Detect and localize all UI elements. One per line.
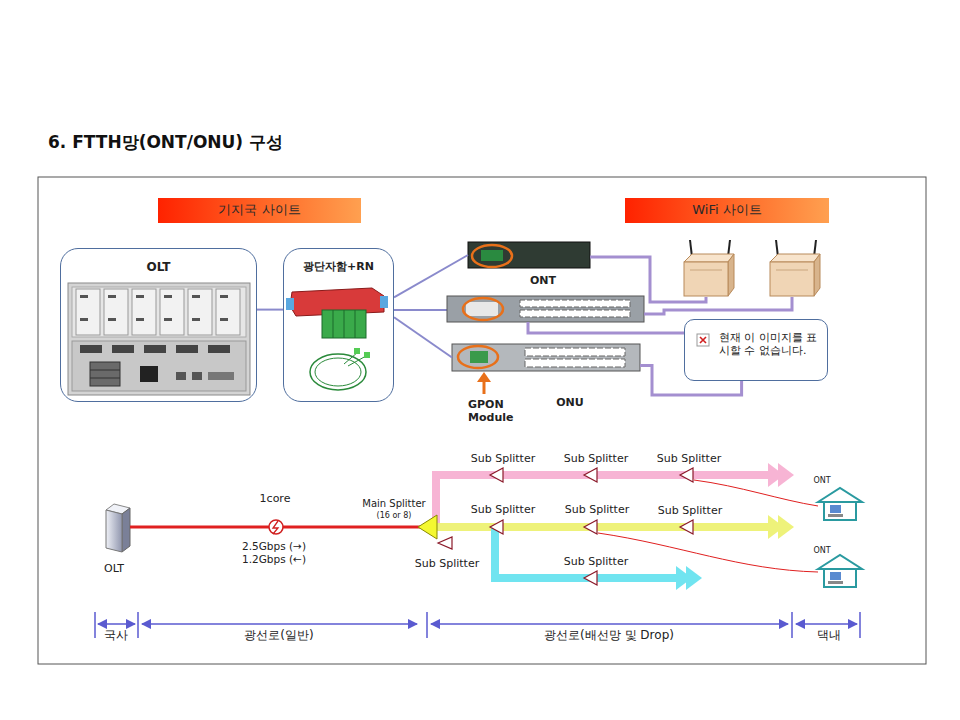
equipment-box: OLT	[60, 248, 257, 402]
site-band: 기지국 사이트	[158, 198, 361, 223]
splitter-label-slot: Sub Splitter	[658, 504, 722, 517]
frame	[38, 177, 926, 664]
span-label-slot: 국사	[104, 628, 128, 642]
house-icon	[818, 488, 862, 520]
equipment-box: 광단자함+RN	[283, 248, 394, 402]
rate-label-slot: 1.2Gbps (←)	[242, 553, 306, 566]
wifi-ap	[684, 240, 734, 296]
device-node: ONU	[452, 344, 640, 371]
span-scale	[95, 612, 860, 638]
olt-server-icon	[106, 504, 130, 552]
gpon-pointer	[477, 372, 491, 394]
device-node: ONT	[468, 242, 590, 268]
box-title: 광단자함+RN	[284, 259, 393, 274]
ont-device	[468, 242, 590, 268]
onu-device	[452, 344, 640, 371]
span-label-slot: 광선로(배선망 및 Drop)	[544, 628, 674, 642]
fiber-connector	[257, 309, 283, 311]
distribution-branch	[436, 463, 794, 590]
splitter-label-slot: Main Splitter	[362, 498, 425, 510]
splitter-label-slot: Sub Splitter	[564, 452, 628, 465]
splitter-label-slot: Sub Splitter	[565, 503, 629, 516]
span-label: 댁내	[817, 628, 841, 642]
fiber-connector	[394, 255, 468, 297]
device-label-slot: OLT	[104, 562, 124, 575]
splitter-label: Sub Splitter	[657, 452, 721, 465]
splitter-label: Sub Splitter	[471, 503, 535, 516]
fiber-coil	[310, 348, 370, 390]
splitter-label: Sub Splitter	[658, 504, 722, 517]
main-splitter-symbol	[418, 515, 437, 539]
image-placeholder-box: 현재 이 이미지를 표시할 수 없습니다.	[684, 319, 828, 381]
splitter-ratio-slot: (16 or 8)	[377, 511, 412, 521]
callout-label: GPON Module	[468, 398, 520, 424]
title-slot: 6. FTTH망(ONT/ONU) 구성	[48, 131, 283, 154]
span-label: 국사	[104, 628, 128, 642]
span-label-slot: 댁내	[817, 628, 841, 642]
callout-label-slot: GPON Module	[468, 398, 520, 424]
splitter-label-slot: Sub Splitter	[564, 555, 628, 568]
drop-cable	[598, 480, 818, 572]
site-band: WiFi 사이트	[625, 198, 829, 223]
splitter-label: Sub Splitter	[471, 452, 535, 465]
wifi-ap	[770, 240, 820, 296]
olt-rack	[68, 283, 250, 395]
rate-label-slot: 2.5Gbps (→)	[242, 540, 306, 553]
placeholder-text: 현재 이 이미지를 표시할 수 없습니다.	[719, 331, 819, 357]
splitter-label-slot: Sub Splitter	[657, 452, 721, 465]
device-label: ONT	[813, 546, 830, 556]
link-label-slot: 1core	[260, 492, 291, 505]
link-label: 1core	[260, 492, 291, 505]
splitter-label: Main Splitter	[362, 498, 425, 510]
fiber-connector	[394, 317, 452, 357]
device-label-slot: ONT	[813, 546, 830, 556]
span-label-slot: 광선로(일반)	[244, 628, 313, 642]
wifi-cable	[528, 257, 792, 333]
span-label: 광선로(배선망 및 Drop)	[544, 628, 674, 642]
splitter-label: Sub Splitter	[565, 503, 629, 516]
splitter-label-slot: Sub Splitter	[471, 503, 535, 516]
rate-label: 1.2Gbps (←)	[242, 553, 306, 566]
drop-fiber	[394, 309, 447, 311]
splitter-ratio: (16 or 8)	[377, 511, 412, 521]
splitter-label: Sub Splitter	[564, 555, 628, 568]
house-icon	[818, 555, 862, 587]
device-label: OLT	[104, 562, 124, 575]
broken-image-icon	[697, 334, 709, 346]
fiber-icon	[269, 520, 283, 534]
splitter-label: Sub Splitter	[564, 452, 628, 465]
splitter-label: Sub Splitter	[415, 557, 479, 570]
splitter-closure	[286, 288, 388, 338]
band-title: WiFi 사이트	[692, 201, 761, 219]
rate-label: 2.5Gbps (→)	[242, 540, 306, 553]
device-label: ONT	[813, 476, 830, 486]
device-label-slot: ONT	[813, 476, 830, 486]
page-title: 6. FTTH망(ONT/ONU) 구성	[48, 131, 283, 154]
splitter-label-slot: Sub Splitter	[471, 452, 535, 465]
splitter-label-slot: Sub Splitter	[415, 557, 479, 570]
switch-device	[447, 296, 644, 322]
box-title: OLT	[61, 260, 256, 274]
device-label: ONT	[482, 274, 604, 287]
device-label: ONU	[476, 396, 664, 409]
span-label: 광선로(일반)	[244, 628, 313, 642]
band-title: 기지국 사이트	[218, 201, 300, 219]
